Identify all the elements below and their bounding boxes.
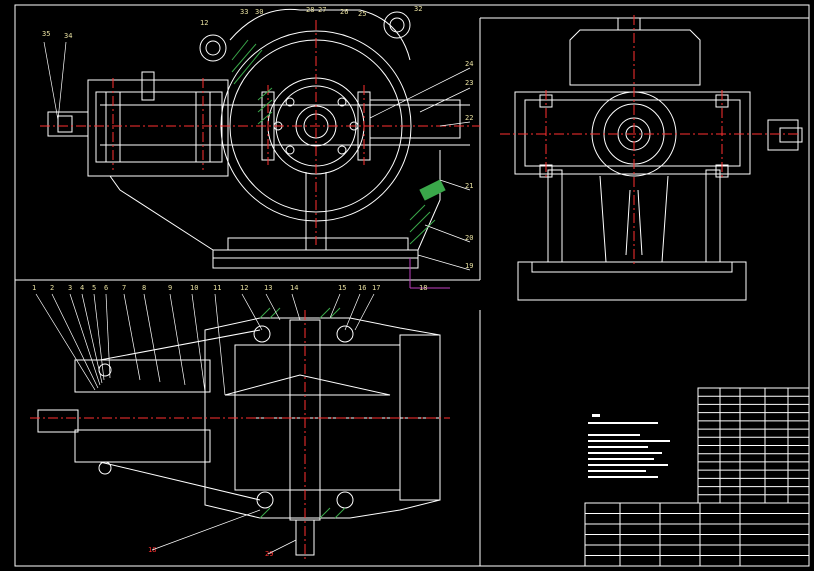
- callout-label: 14: [290, 284, 298, 292]
- leader-line: [169, 293, 186, 386]
- callout-label: 1: [32, 284, 36, 292]
- callout-label: 4: [80, 284, 84, 292]
- callout-label: 6: [104, 284, 108, 292]
- leader-line: [354, 293, 375, 331]
- callout-label: 34: [64, 32, 72, 40]
- magenta-section-marker: [409, 258, 450, 289]
- leader-line: [123, 293, 141, 381]
- callout-label-red: 29: [265, 550, 273, 558]
- callout-label: 5: [92, 284, 96, 292]
- leader-line: [291, 293, 301, 321]
- callout-label: 23: [465, 79, 473, 87]
- callout-label: 32: [414, 5, 422, 13]
- callout-label: 17: [372, 284, 380, 292]
- plan-view-hatching: [259, 307, 346, 519]
- callout-label: 13: [264, 284, 272, 292]
- callout-label: 3: [68, 284, 72, 292]
- front-view-hatching: [231, 39, 446, 245]
- callout-label: 21: [465, 182, 473, 190]
- callout-label: 35: [42, 30, 50, 38]
- leader-line: [424, 224, 471, 243]
- plan-view: [37, 317, 441, 556]
- leader-line: [35, 293, 96, 391]
- leader-line: [191, 293, 206, 393]
- callout-label: 2: [50, 284, 54, 292]
- callout-label: 30: [255, 8, 263, 16]
- callout-label: 15: [338, 284, 346, 292]
- drawing-frame: [14, 4, 810, 567]
- leader-line: [417, 254, 471, 271]
- leader-line: [69, 293, 101, 386]
- leader-line: [51, 293, 99, 389]
- callout-label: 19: [465, 262, 473, 270]
- callout-label: 26: [340, 8, 348, 16]
- leader-line: [265, 293, 281, 321]
- leader-line: [369, 67, 471, 119]
- leader-line: [43, 41, 59, 121]
- leader-line: [329, 293, 341, 319]
- callout-label: 33: [240, 8, 248, 16]
- side-view: [514, 17, 803, 301]
- callout-label: 12: [240, 284, 248, 292]
- leader-line: [81, 293, 103, 384]
- callout-label: 25: [358, 10, 366, 18]
- leader-line: [419, 87, 471, 113]
- callout-label: 12: [200, 19, 208, 27]
- callout-label: 16: [358, 284, 366, 292]
- technical-notes: [588, 414, 670, 478]
- callout-label: 24: [465, 60, 473, 68]
- callout-label: 27: [318, 6, 326, 14]
- leader-line: [214, 293, 226, 396]
- callout-label: 10: [190, 284, 198, 292]
- side-view-centerlines: [500, 15, 800, 265]
- callout-label: 20: [465, 234, 473, 242]
- leader-line: [241, 293, 263, 331]
- leader-line: [267, 539, 297, 555]
- plan-view-centerlines: [30, 310, 450, 560]
- leader-line: [151, 509, 261, 551]
- front-view: [47, 8, 470, 269]
- leader-line: [439, 179, 471, 191]
- callout-label: 28: [306, 6, 314, 14]
- leader-line: [93, 293, 105, 381]
- leader-line: [57, 41, 67, 121]
- title-block: [584, 387, 810, 567]
- callout-label: 18: [419, 284, 427, 292]
- callout-label: 9: [168, 284, 172, 292]
- callout-label: 11: [213, 284, 221, 292]
- leader-line: [344, 293, 361, 331]
- callout-label: 22: [465, 114, 473, 122]
- callout-label: 8: [142, 284, 146, 292]
- front-view-centerlines: [40, 20, 480, 245]
- callout-label: 7: [122, 284, 126, 292]
- leader-line: [105, 293, 111, 379]
- leader-line: [143, 293, 161, 383]
- leader-line: [439, 121, 471, 127]
